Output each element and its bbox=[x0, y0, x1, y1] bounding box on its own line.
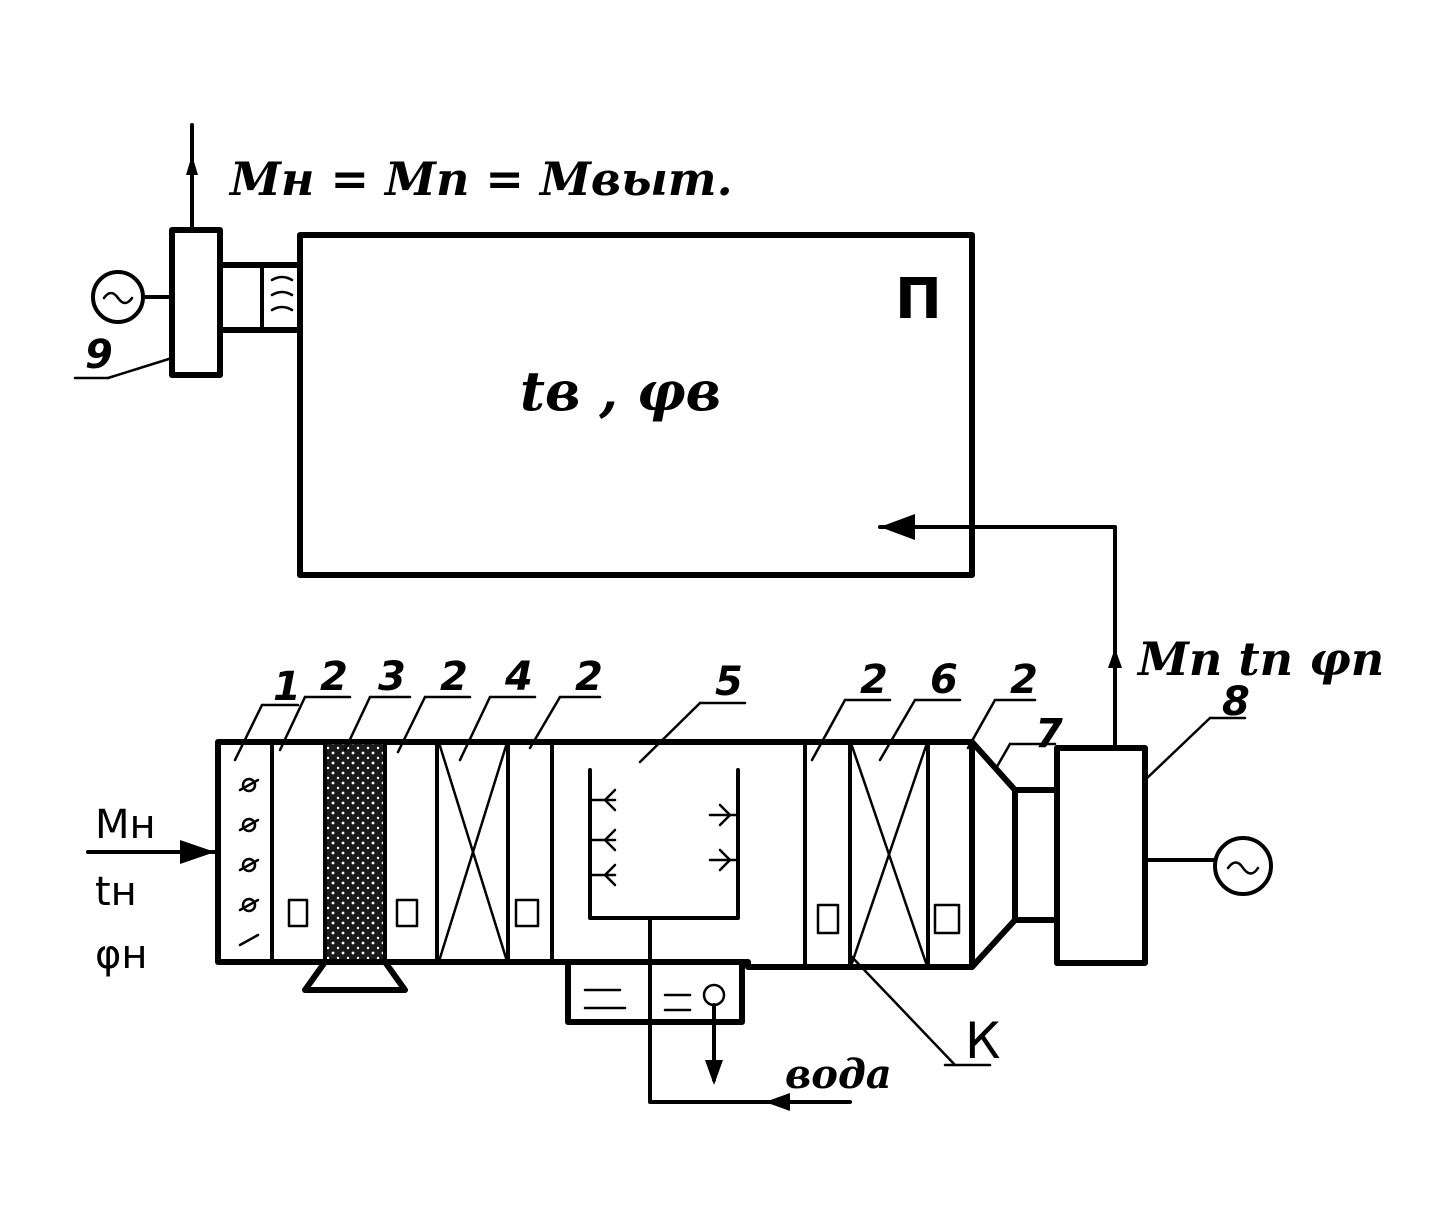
room: П tв , φв bbox=[297, 232, 975, 578]
label-2d: 2 bbox=[860, 657, 888, 703]
supply-fan-body bbox=[1054, 745, 1148, 966]
first-heater bbox=[438, 744, 508, 960]
outdoor-mass: Mн bbox=[95, 802, 156, 848]
label-2c: 2 bbox=[575, 654, 603, 700]
supply-motor-icon bbox=[1213, 836, 1273, 896]
filter-section bbox=[327, 744, 383, 960]
filter-drawer bbox=[302, 959, 408, 993]
exhaust-fan-unit: 9 bbox=[73, 123, 303, 380]
room-conditions: tв , φв bbox=[520, 359, 721, 423]
label-1: 1 bbox=[273, 664, 301, 710]
label-2e: 2 bbox=[1010, 657, 1038, 703]
water-label: вода bbox=[785, 1051, 892, 1098]
label-5: 5 bbox=[715, 659, 743, 705]
air-handling-unit bbox=[215, 739, 1273, 1111]
access-door-icon bbox=[287, 898, 309, 928]
label-3: 3 bbox=[378, 654, 406, 700]
label-6: 6 bbox=[930, 657, 958, 703]
label-4: 4 bbox=[504, 654, 533, 700]
access-door-icon bbox=[514, 898, 540, 928]
mass-balance-formula: Mн = Mп = Mвыт. bbox=[228, 152, 733, 206]
transition-section bbox=[969, 739, 1018, 970]
outdoor-humidity: φн bbox=[95, 932, 148, 978]
outdoor-temp: tн bbox=[95, 869, 137, 915]
condensate-label: К bbox=[965, 1012, 1001, 1070]
supply-duct: Mп tп φп bbox=[878, 514, 1384, 747]
access-door-icon bbox=[933, 903, 961, 935]
room-box bbox=[297, 232, 975, 578]
room-label: П bbox=[895, 267, 942, 332]
label-7: 7 bbox=[1035, 711, 1063, 757]
outdoor-air: Mн tн φн bbox=[86, 802, 217, 978]
pump-icon bbox=[702, 983, 726, 1007]
label-2a: 2 bbox=[320, 654, 348, 700]
exhaust-fan-number: 9 bbox=[85, 332, 113, 378]
access-door-icon bbox=[816, 903, 840, 935]
access-door-icon bbox=[395, 898, 419, 928]
exhaust-fan-body bbox=[169, 227, 223, 378]
second-heater bbox=[850, 744, 928, 965]
section-labels: 1 2 3 2 4 2 5 2 6 2 7 8 bbox=[233, 654, 1250, 782]
air-valve bbox=[238, 777, 260, 947]
humidifier bbox=[583, 768, 852, 1111]
label-2b: 2 bbox=[440, 654, 468, 700]
supply-air-params: Mп tп φп bbox=[1136, 632, 1384, 686]
